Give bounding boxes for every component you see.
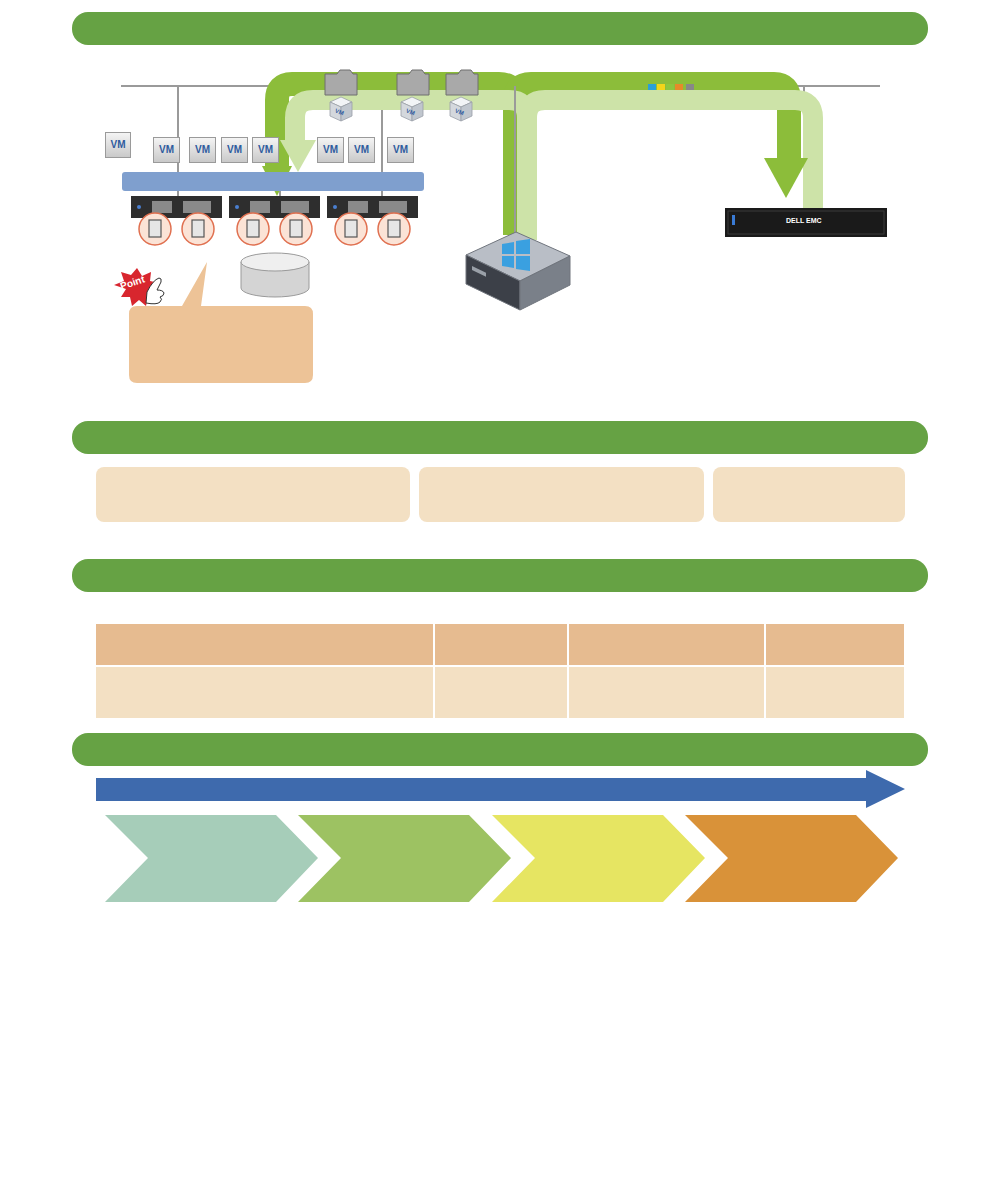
vm-box: VM <box>317 137 344 163</box>
vm-box: VM <box>348 137 375 163</box>
vm-label: VM <box>227 145 242 155</box>
vm-box: VM <box>252 137 279 163</box>
vm-label: VM <box>159 145 174 155</box>
vm-label: VM <box>323 145 338 155</box>
vm-box: VM <box>221 137 248 163</box>
vm-label: VM <box>111 140 126 150</box>
vm-label: VM <box>195 145 210 155</box>
logo-text: DELL EMC <box>786 217 822 224</box>
vm-label: VM <box>354 145 369 155</box>
vm-box: VM <box>153 137 180 163</box>
vm-box: VM <box>105 132 131 158</box>
vm-label: VM <box>258 145 273 155</box>
vm-box: VM <box>189 137 216 163</box>
vm-box: VM <box>387 137 414 163</box>
vm-label: VM <box>393 145 408 155</box>
